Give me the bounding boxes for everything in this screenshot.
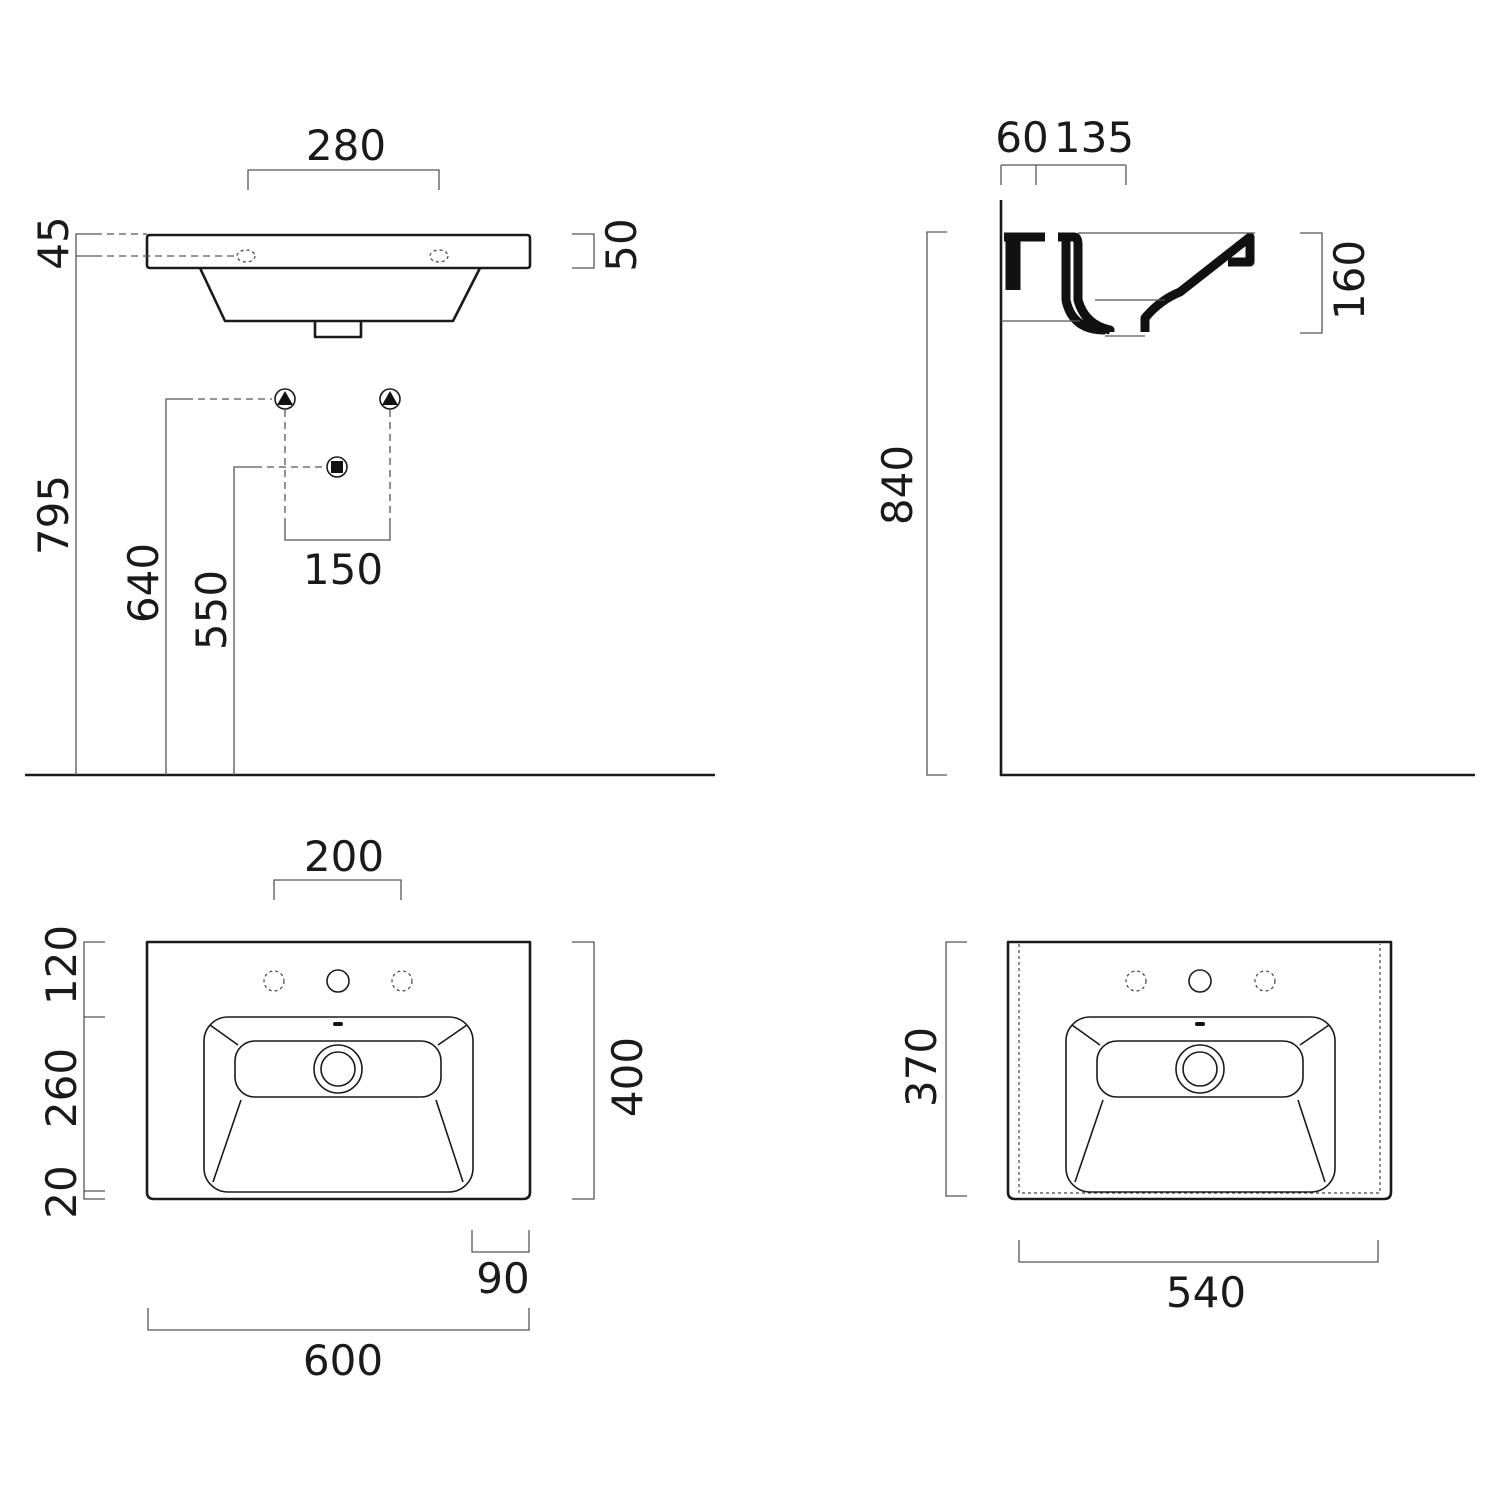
dim-leader: [284, 410, 391, 520]
dim-600: [147, 1308, 530, 1331]
dim-160: [1300, 232, 1323, 334]
wall-and-floor: [999, 200, 1475, 777]
bowl-edges: [209, 1024, 468, 1183]
tap-hole-optional: [391, 970, 413, 992]
waste-connection-icon: [326, 456, 348, 478]
tap-hole-optional: [1125, 970, 1147, 992]
dim-label-600: 600: [303, 1336, 383, 1385]
dim-label-370: 370: [897, 1027, 946, 1107]
dim-label-160: 160: [1325, 240, 1374, 320]
bowl-outline: [203, 1016, 474, 1193]
bowl-outline: [1065, 1016, 1336, 1193]
dim-label-90: 90: [476, 1254, 529, 1303]
plan-view-alt: 370 540: [897, 940, 1393, 1317]
dim-label-795: 795: [29, 475, 78, 555]
bowl-edges: [1071, 1024, 1330, 1183]
drain-inner: [1182, 1051, 1218, 1087]
dim-540: [1018, 1240, 1379, 1263]
dim-label-60: 60: [995, 113, 1048, 162]
dim-leader: [95, 233, 237, 257]
bowl-floor: [234, 1040, 442, 1098]
dim-label-45: 45: [29, 216, 78, 269]
front-elevation: 280 45 795 50 640 550 150: [25, 121, 715, 777]
drain-icon: [1175, 1044, 1225, 1094]
dim-label-50: 50: [597, 218, 646, 271]
dim-50: [572, 233, 595, 269]
drain-icon: [313, 1044, 363, 1094]
dim-400: [572, 941, 595, 1200]
waste-outlet: [313, 321, 363, 339]
dim-label-540: 540: [1166, 1268, 1246, 1317]
dim-label-840: 840: [873, 445, 922, 525]
cold-supply-icon: [379, 388, 401, 410]
dim-795: [75, 233, 95, 775]
basin-section-front: [1140, 232, 1255, 332]
dim-280: [247, 169, 440, 190]
dim-label-20: 20: [37, 1165, 86, 1218]
dim-label-150: 150: [303, 545, 383, 594]
bowl-floor: [1096, 1040, 1304, 1098]
dim-label-400: 400: [603, 1037, 652, 1117]
tap-hole-optional: [263, 970, 285, 992]
basin-outline: [145, 940, 532, 1201]
section-lines: [1001, 232, 1255, 337]
dim-370: [945, 941, 967, 1197]
drain-inner: [320, 1051, 356, 1087]
cabinet-outline: [1018, 944, 1381, 1194]
hot-supply-icon: [274, 388, 296, 410]
overflow-hole: [429, 249, 449, 263]
basin-bowl: [198, 267, 482, 323]
dim-60-135: [1000, 164, 1127, 185]
dim-550: [233, 466, 255, 775]
overflow-hole: [236, 249, 256, 263]
basin-rim: [145, 233, 532, 270]
tap-hole: [1188, 969, 1212, 993]
plan-view: 200 120 260 20 400 90 600: [37, 832, 652, 1385]
dim-840: [926, 231, 947, 776]
basin-section-back: [1004, 232, 1115, 335]
dim-90: [471, 1230, 530, 1253]
dim-200: [273, 879, 402, 900]
dim-label-640: 640: [119, 543, 168, 623]
basin-outline: [1006, 940, 1393, 1201]
tap-hole: [326, 969, 350, 993]
overflow-slot: [333, 1022, 343, 1026]
dim-label-550: 550: [187, 570, 236, 650]
dim-label-120: 120: [37, 925, 86, 1005]
overflow-slot: [1195, 1022, 1205, 1026]
dim-150: [284, 520, 391, 541]
side-section: 60 135 160 840: [873, 113, 1475, 777]
dim-label-260: 260: [37, 1048, 86, 1128]
tap-hole-optional: [1254, 970, 1276, 992]
dim-640: [165, 398, 186, 775]
dim-label-135: 135: [1054, 113, 1134, 162]
dim-left: [83, 941, 105, 1200]
dim-label-200: 200: [304, 832, 384, 881]
dim-label-280: 280: [306, 121, 386, 170]
